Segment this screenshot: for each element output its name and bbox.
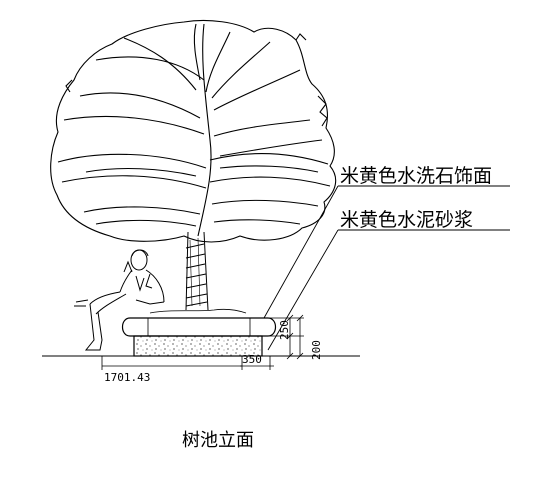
- tree-canopy: [50, 19, 337, 243]
- dimension-offset: 1701.43: [104, 371, 150, 384]
- material-label-2: 米黄色水泥砂浆: [340, 209, 473, 231]
- drawing-caption: 树池立面: [182, 430, 254, 451]
- seated-person-figure: [74, 249, 165, 351]
- dimension-lines: [101, 314, 304, 370]
- dimension-height-upper: 250: [278, 320, 291, 340]
- material-label-1: 米黄色水洗石饰面: [340, 165, 492, 187]
- tree-pit-planter: [42, 308, 360, 357]
- tree-trunk: [185, 231, 209, 311]
- dimension-width-base: 350: [242, 353, 262, 366]
- dimension-height-lower: 200: [310, 340, 323, 360]
- leader-lines: [263, 185, 510, 351]
